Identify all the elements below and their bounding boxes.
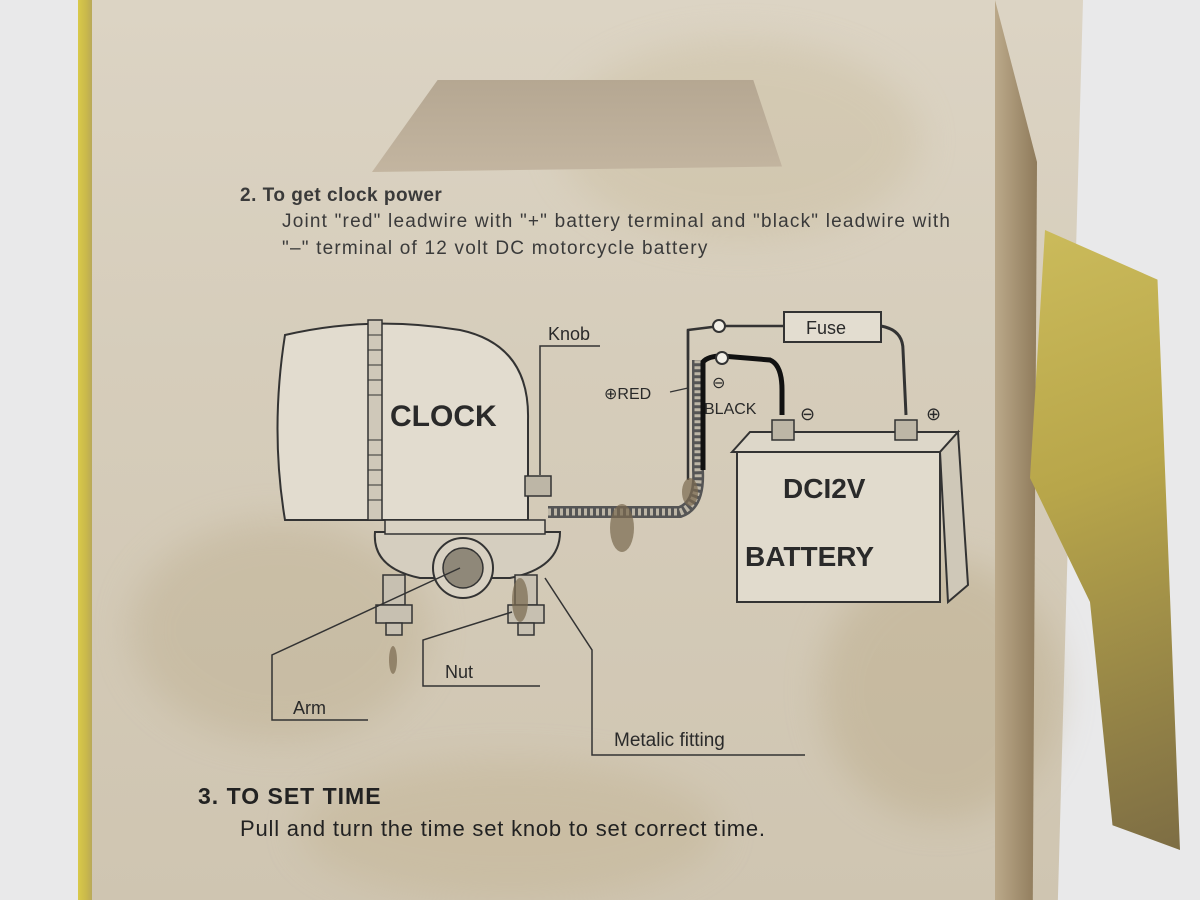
grime-marks bbox=[389, 478, 698, 674]
mount-plate bbox=[384, 519, 546, 535]
fitting-leader bbox=[544, 577, 805, 756]
red-label: ⊕RED bbox=[604, 386, 651, 403]
knob-icon bbox=[524, 475, 552, 497]
step2-body: Joint "red" leadwire with "+" battery te… bbox=[282, 211, 952, 259]
battery-top bbox=[729, 431, 961, 453]
handlebar-icon bbox=[442, 547, 484, 589]
battery-minus-terminal bbox=[771, 419, 795, 441]
step3-title: TO SET TIME bbox=[226, 783, 382, 809]
nut-leader bbox=[422, 611, 540, 687]
battery-plus-symbol: ⊕ bbox=[926, 404, 941, 424]
battery-body bbox=[736, 451, 941, 603]
step2-title: To get clock power bbox=[262, 185, 443, 206]
step3-heading: 3. TO SET TIME bbox=[198, 783, 382, 810]
battery-minus-symbol: ⊖ bbox=[800, 404, 815, 424]
step3-number: 3. bbox=[198, 783, 220, 809]
red-label-arrow bbox=[669, 387, 689, 393]
knob-leader bbox=[539, 345, 600, 475]
box-yellow-edge bbox=[78, 0, 92, 900]
black-wire-joint bbox=[715, 351, 729, 365]
bolt-left bbox=[375, 574, 413, 636]
fitting-label: Metalic fitting bbox=[614, 730, 725, 751]
black-wire bbox=[700, 353, 785, 470]
battery-plus-terminal bbox=[894, 419, 918, 441]
water-stain bbox=[300, 760, 720, 900]
step2-number: 2. bbox=[240, 185, 257, 206]
box-right-edge bbox=[995, 0, 1037, 900]
arm-leader bbox=[271, 567, 461, 721]
step3-body: Pull and turn the time set knob to set c… bbox=[240, 816, 766, 841]
black-label: BLACK bbox=[704, 401, 757, 418]
knob-label: Knob bbox=[548, 324, 590, 344]
battery-side bbox=[938, 429, 970, 605]
battery-voltage: DCI2V bbox=[783, 473, 866, 504]
clock-label: CLOCK bbox=[390, 400, 497, 433]
black-minus-symbol: ⊖ bbox=[712, 375, 725, 392]
red-wire-joint bbox=[712, 319, 726, 333]
arm-label: Arm bbox=[293, 698, 326, 718]
fuse-to-plus-wire bbox=[880, 324, 908, 416]
nut-label: Nut bbox=[445, 662, 473, 682]
cable-bundle bbox=[548, 360, 705, 518]
battery-label: BATTERY bbox=[745, 541, 874, 572]
fuse-icon bbox=[783, 311, 882, 343]
bezel-ticks bbox=[368, 334, 382, 501]
torn-cutout bbox=[372, 80, 782, 172]
fuse-label: Fuse bbox=[806, 318, 846, 338]
step2-heading: 2. To get clock power bbox=[240, 185, 442, 207]
